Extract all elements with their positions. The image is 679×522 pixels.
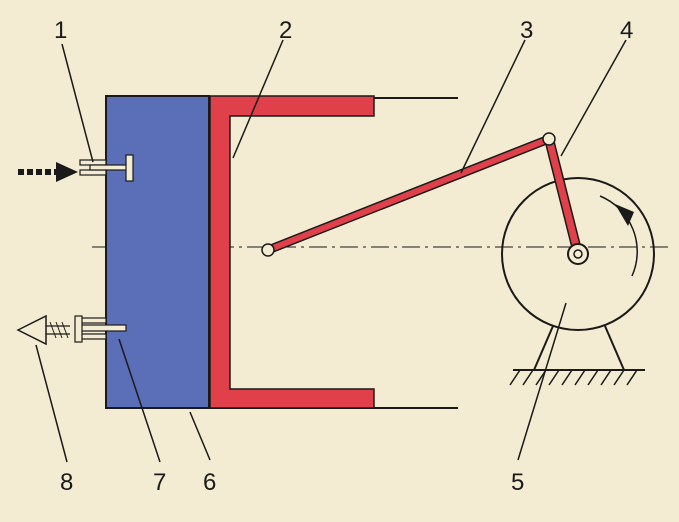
stand-leg-left	[533, 325, 554, 371]
piston	[209, 95, 375, 409]
label-6: 6	[203, 469, 216, 496]
crank-arm-fill	[545, 135, 582, 258]
stand-leg-right	[604, 325, 625, 371]
leader-lines	[35, 39, 627, 463]
crank-pin	[542, 132, 556, 146]
crankshaft-center	[573, 249, 583, 259]
connecting-rod-fill	[265, 136, 552, 253]
exhaust-arrow-icon	[16, 314, 70, 346]
flywheel	[501, 177, 655, 331]
label-1: 1	[54, 17, 67, 44]
exhaust-valve	[74, 315, 127, 343]
label-2: 2	[279, 17, 292, 44]
intake-arrow-icon	[18, 162, 78, 182]
label-4: 4	[620, 17, 633, 44]
label-3: 3	[520, 17, 533, 44]
ground-hatching	[509, 369, 638, 386]
label-8: 8	[60, 469, 73, 496]
rotation-arc	[599, 195, 638, 277]
cylinder-head	[105, 95, 210, 409]
rotation-arrow-icon	[615, 204, 634, 226]
piston-pin	[261, 243, 275, 257]
label-7: 7	[153, 469, 166, 496]
label-5: 5	[511, 469, 524, 496]
